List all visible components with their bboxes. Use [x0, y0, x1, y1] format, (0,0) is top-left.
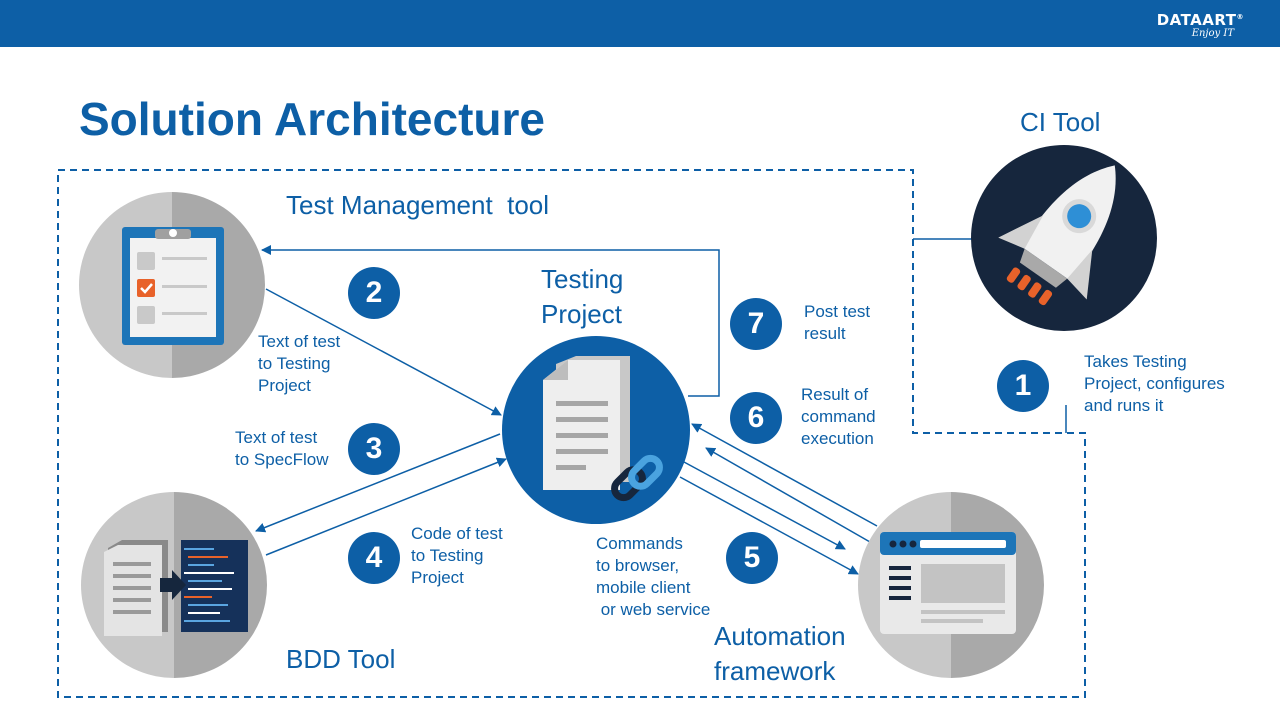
logo-registered-mark: ®: [1236, 13, 1244, 21]
arrow-step6a: [691, 423, 878, 527]
arrow-step4: [265, 457, 507, 556]
automation-framework-label: Automation framework: [714, 621, 846, 686]
top-bar: DATAART® Enjoy IT: [0, 0, 1280, 47]
rocket-icon: [998, 165, 1116, 306]
boundary-dashed-outline: [57, 169, 1086, 698]
document-link-icon: [543, 356, 663, 502]
logo-text: DATAART: [1156, 11, 1237, 29]
step-2-text: Text of test to Testing Project: [258, 332, 341, 395]
step-4-badge: 4: [348, 532, 400, 584]
step-7-text: Post test result: [804, 302, 871, 343]
page-title: Solution Architecture: [79, 93, 545, 145]
step-1-badge: 1: [997, 360, 1049, 412]
test-management-node: [79, 192, 265, 378]
arrow-step6b: [705, 447, 871, 543]
step-1-text: Takes Testing Project, configures and ru…: [1084, 352, 1225, 415]
bdd-tool-label: BDD Tool: [286, 644, 396, 674]
arrow-step5b: [679, 476, 859, 575]
arrow-step7: [261, 245, 720, 397]
arrow-step5a: [683, 461, 846, 550]
browser-window-icon: [880, 532, 1016, 634]
step-3-text: Text of test to SpecFlow: [235, 428, 329, 469]
step-4-text: Code of test to Testing Project: [411, 524, 503, 587]
arrow-step2: [265, 288, 502, 416]
testing-project-node: [502, 336, 690, 524]
step-2-badge: 2: [348, 267, 400, 319]
bdd-tool-node: [81, 492, 267, 678]
dataart-logo: DATAART® Enjoy IT: [1157, 9, 1244, 39]
clipboard-checklist-icon: [122, 227, 224, 345]
testing-project-label: Testing Project: [541, 264, 624, 329]
logo-tagline: Enjoy IT: [1191, 28, 1234, 39]
step-5-text: Commands to browser, mobile client or we…: [596, 534, 711, 619]
step-7-badge: 7: [730, 298, 782, 350]
step-3-badge: 3: [348, 423, 400, 475]
arrow-step3: [255, 433, 501, 533]
automation-framework-node: [858, 492, 1044, 678]
step-6-badge: 6: [730, 392, 782, 444]
test-management-label: Test Management tool: [286, 190, 550, 220]
ci-tool-label: CI Tool: [1020, 107, 1101, 137]
ci-tool-node: [971, 145, 1157, 331]
step-5-badge: 5: [726, 532, 778, 584]
step-6-text: Result of command execution: [801, 385, 876, 448]
code-conversion-icon: [104, 540, 248, 636]
